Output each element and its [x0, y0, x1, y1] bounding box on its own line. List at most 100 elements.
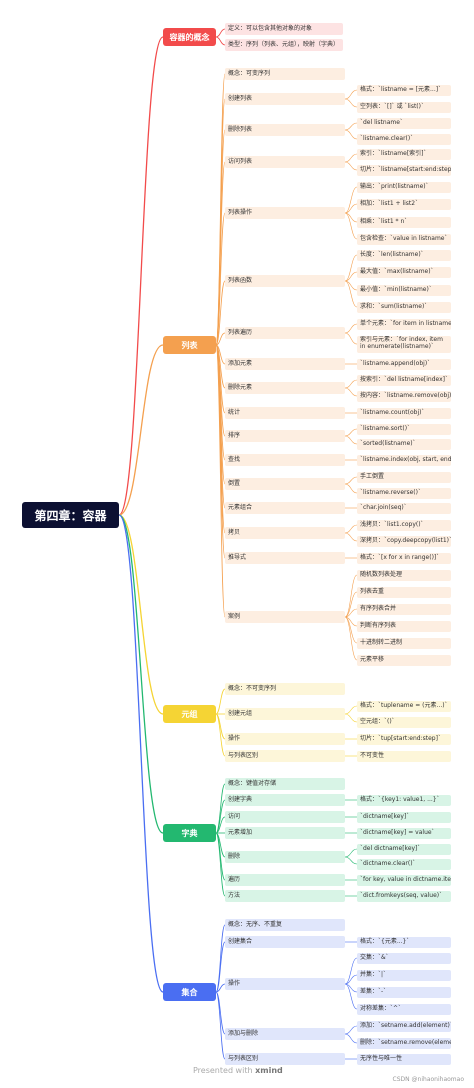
topic-orange-6: 列表遍历: [225, 327, 345, 339]
subtopic-green-3-0: `dictname[key] = value`: [357, 827, 451, 839]
connector-orange-3-1: [344, 161, 358, 171]
topic-green-0: 概念：键值对存储: [225, 778, 345, 790]
branch-red: 容器的概念: [163, 28, 216, 46]
subtopic-orange-9-0: `listname.count(obj)`: [357, 407, 451, 419]
connector-orange-4-2: [344, 212, 358, 223]
connector-orange-5-1: [344, 271, 358, 282]
branch-green: 字典: [163, 824, 216, 842]
topic-blue-0: 概念：无序、不重复: [225, 919, 345, 931]
connector-orange-4-0: [344, 186, 358, 214]
subtopic-orange-4-1: 相加：`list1 + list2`: [357, 198, 451, 210]
xmind-watermark: Presented with xmind: [193, 1066, 283, 1075]
connector-orange-8-1: [344, 387, 358, 397]
topic-orange-5: 列表函数: [225, 275, 345, 287]
connector-root-red: [118, 36, 164, 516]
topic-orange-1: 创建列表: [225, 93, 345, 105]
connector-blue-2-3: [344, 983, 358, 1010]
connector-orange-4: [215, 212, 226, 346]
subtopic-orange-5-2: 最小值：`min(listname)`: [357, 284, 451, 296]
topic-orange-7: 添加元素: [225, 358, 345, 370]
subtopic-orange-16-5: 元素平移: [357, 654, 451, 666]
connector-yellow-1-0: [344, 705, 358, 715]
subtopic-orange-3-0: 索引：`listname[索引]`: [357, 148, 451, 160]
connector-orange-10-1: [344, 435, 358, 445]
subtopic-orange-12-1: `listname.reverse()`: [357, 487, 451, 499]
subtopic-blue-3-1: 删除：`setname.remove(element)`: [357, 1037, 451, 1049]
connector-green-6: [215, 832, 226, 897]
presented-text: Presented with: [193, 1066, 253, 1075]
connector-blue-0: [215, 924, 226, 993]
connector-orange-1-0: [344, 89, 358, 100]
subtopic-blue-2-2: 差集：`-`: [357, 986, 451, 998]
topic-green-6: 方法: [225, 890, 345, 902]
subtopic-yellow-3-0: 不可变性: [357, 750, 451, 762]
connector-orange-4-1: [344, 203, 358, 214]
connector-orange-16-0: [344, 574, 358, 618]
topic-orange-2: 删除列表: [225, 124, 345, 136]
connector-red-0: [215, 28, 226, 38]
topic-orange-3: 访问列表: [225, 156, 345, 168]
topic-blue-1: 创建集合: [225, 936, 345, 948]
topic-orange-15: 推导式: [225, 552, 345, 564]
subtopic-orange-16-2: 有序列表合并: [357, 603, 451, 615]
subtopic-orange-6-1: 索引与元素：`for index, item in enumerate(list…: [357, 335, 451, 353]
connector-green-4-0: [344, 848, 358, 858]
subtopic-orange-5-3: 求和：`sum(listname)`: [357, 301, 451, 313]
topic-orange-9: 统计: [225, 407, 345, 419]
subtopic-orange-12-0: 手工倒置: [357, 471, 451, 483]
subtopic-orange-16-4: 十进制转二进制: [357, 637, 451, 649]
subtopic-blue-1-0: 格式：`{元素...}`: [357, 936, 451, 948]
topic-green-4: 删除: [225, 851, 345, 863]
connector-orange-14-0: [344, 524, 358, 534]
subtopic-green-2-0: `dictname[key]`: [357, 811, 451, 823]
connector-orange-4-3: [344, 212, 358, 240]
subtopic-orange-16-1: 列表去重: [357, 586, 451, 598]
subtopic-blue-2-1: 并集：`|`: [357, 969, 451, 981]
subtopic-orange-15-0: 格式：`[x for x in range()]`: [357, 552, 451, 564]
connector-blue-2-0: [344, 957, 358, 985]
subtopic-blue-3-0: 添加：`setname.add(element)`: [357, 1020, 451, 1032]
subtopic-orange-10-0: `listname.sort()`: [357, 423, 451, 435]
connector-orange-16-2: [344, 608, 358, 618]
root-node: 第四章：容器: [22, 502, 119, 528]
topic-orange-11: 查找: [225, 454, 345, 466]
connector-blue-3-0: [344, 1025, 358, 1035]
subtopic-orange-6-0: 单个元素：`for item in listname`: [357, 318, 451, 330]
connector-blue-1: [215, 941, 226, 993]
topic-orange-14: 拷贝: [225, 527, 345, 539]
subtopic-yellow-1-0: 格式：`tuplename = (元素...)`: [357, 700, 451, 712]
connector-blue-3-1: [344, 1033, 358, 1044]
connector-orange-12-1: [344, 483, 358, 494]
subtopic-green-1-0: 格式：`{key1: value1, ...}`: [357, 794, 451, 806]
subtopic-orange-14-1: 深拷贝：`copy.deepcopy(list1)`: [357, 535, 451, 547]
subtopic-yellow-1-1: 空元组：`()`: [357, 716, 451, 728]
branch-blue: 集合: [163, 983, 216, 1001]
connector-orange-14-1: [344, 532, 358, 542]
topic-green-2: 访问: [225, 811, 345, 823]
topic-yellow-0: 概念：不可变序列: [225, 683, 345, 695]
connector-root-green: [118, 514, 164, 834]
topic-red-1: 类型：序列（列表、元组），映射（字典）: [225, 39, 343, 51]
subtopic-orange-2-1: `listname.clear()`: [357, 133, 451, 145]
connector-orange-12-0: [344, 476, 358, 485]
connector-orange-16: [215, 344, 226, 618]
connector-orange-1-1: [344, 98, 358, 108]
subtopic-orange-4-2: 相乘：`list1 * n`: [357, 216, 451, 228]
subtopic-orange-13-0: `char.join(seq)`: [357, 502, 451, 514]
subtopic-orange-8-0: 按索引：`del listname[index]`: [357, 374, 451, 386]
connector-orange-5-3: [344, 280, 358, 308]
connector-yellow-1-1: [344, 713, 358, 723]
subtopic-orange-10-1: `sorted(listname)`: [357, 438, 451, 450]
subtopic-blue-4-0: 无序性与唯一性: [357, 1053, 451, 1065]
topic-orange-8: 删除元素: [225, 382, 345, 394]
subtopic-orange-14-0: 浅拷贝：`list1.copy()`: [357, 519, 451, 531]
branch-yellow: 元组: [163, 705, 216, 723]
connector-blue-2-2: [344, 983, 358, 993]
branch-orange: 列表: [163, 336, 216, 354]
topic-green-5: 遍历: [225, 874, 345, 886]
connector-blue-4: [215, 991, 226, 1060]
subtopic-orange-2-0: `del listname`: [357, 117, 451, 129]
topic-orange-4: 列表操作: [225, 207, 345, 219]
connector-orange-16-1: [344, 591, 358, 618]
